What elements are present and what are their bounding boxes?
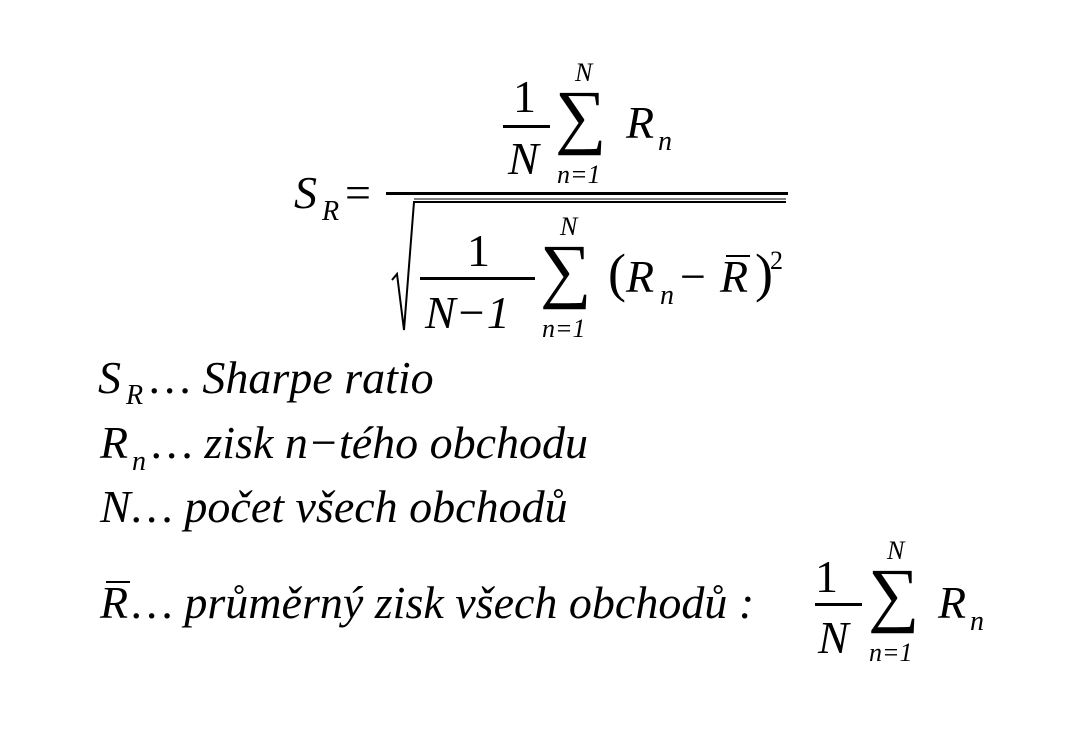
- mean-symbol: R: [720, 251, 749, 302]
- mean-frac-den: N: [818, 612, 849, 663]
- definition-text: … průměrný zisk všech obchodů :: [132, 577, 755, 628]
- definition-symbol: R: [100, 417, 129, 468]
- lhs-subscript: R: [322, 196, 340, 227]
- exponent: 2: [770, 246, 783, 275]
- mean-overbar: [106, 581, 130, 583]
- lhs-symbol: S: [294, 167, 317, 218]
- definition-text: … Sharpe ratio: [150, 352, 434, 403]
- numerator-frac-num: 1: [513, 71, 536, 122]
- mean-term-subscript: n: [970, 606, 984, 637]
- definition-symbol: R: [100, 577, 129, 628]
- definition-text: … počet všech obchodů: [132, 481, 568, 532]
- mean-frac-num: 1: [815, 551, 838, 602]
- numerator-term: R: [626, 97, 655, 148]
- numerator-sum-icon: ∑: [555, 76, 607, 156]
- minus-sign: −: [680, 251, 706, 302]
- mean-overbar: [726, 255, 750, 257]
- mean-sum-lower: n=1: [869, 638, 913, 667]
- square-root-icon: [391, 198, 786, 331]
- numerator-frac-den: N: [508, 133, 539, 184]
- mean-frac-bar: [815, 603, 862, 606]
- mean-sum-upper: N: [887, 536, 905, 565]
- numerator-sum-upper: N: [575, 58, 593, 87]
- mean-term: R: [938, 577, 967, 628]
- mean-sum-icon: ∑: [868, 554, 920, 634]
- definition-symbol: N: [100, 481, 131, 532]
- numerator-sum-lower: n=1: [557, 160, 601, 189]
- definition-text: … zisk n−tého obchodu: [152, 417, 589, 468]
- denominator-frac-num: 1: [467, 225, 490, 276]
- denominator-sum-lower: n=1: [542, 314, 586, 343]
- equals-sign: =: [345, 167, 371, 218]
- denominator-term: R: [626, 251, 655, 302]
- denominator-sum-upper: N: [560, 212, 578, 241]
- denominator-sum-icon: ∑: [540, 230, 592, 310]
- denominator-frac-den: N−1: [425, 287, 510, 338]
- definition-subscript: n: [132, 446, 146, 477]
- definition-subscript: R: [126, 380, 144, 411]
- denominator-term-subscript: n: [660, 280, 674, 311]
- denominator-frac-bar: [420, 277, 535, 280]
- numerator-term-subscript: n: [658, 126, 672, 157]
- definition-symbol: S: [98, 352, 121, 403]
- open-paren: (: [608, 243, 626, 303]
- close-paren: ): [755, 243, 773, 303]
- main-fraction-bar: [386, 192, 788, 195]
- numerator-frac-bar: [503, 125, 550, 128]
